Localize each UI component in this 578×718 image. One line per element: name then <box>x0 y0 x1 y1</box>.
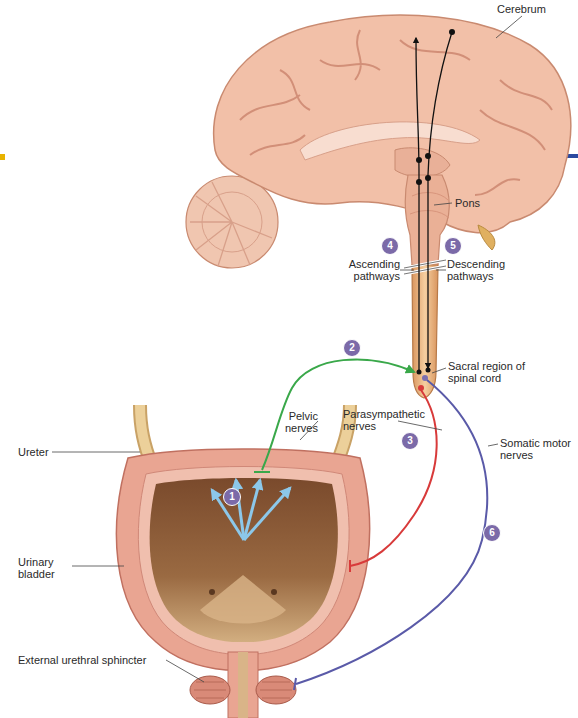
cerebellum <box>186 176 278 268</box>
leader-line <box>496 16 522 38</box>
urinary-bladder <box>116 449 369 670</box>
cerebrum <box>300 122 480 160</box>
leader-line <box>400 270 414 271</box>
part-label: Sacral region of spinal cord <box>448 360 530 384</box>
leader-line <box>166 660 204 682</box>
urinary-bladder <box>209 589 215 595</box>
spinal-cord <box>404 260 446 274</box>
neural-pathway <box>416 179 422 185</box>
neural-pathway <box>416 38 419 372</box>
urinary-bladder <box>271 589 277 595</box>
urethra <box>238 652 248 718</box>
somatic-motor-nerve <box>294 380 487 690</box>
stretch-arrow <box>236 480 244 540</box>
neural-pathway <box>425 175 431 181</box>
neural-pathway <box>425 153 431 159</box>
part-label: Descending pathways <box>447 258 519 282</box>
leader-line <box>434 203 452 205</box>
cerebellum <box>202 192 262 252</box>
neural-pathway <box>417 370 422 375</box>
external-urethral-sphincter <box>190 676 296 704</box>
part-label: Ascending pathways <box>340 258 400 282</box>
neural-pathway <box>426 368 431 373</box>
stretch-arrow <box>244 488 290 540</box>
cerebrum <box>395 148 450 177</box>
stretch-arrow <box>212 480 290 540</box>
cerebellum <box>186 176 278 268</box>
urinary-bladder <box>150 478 338 642</box>
pelvic-nerve <box>254 471 270 473</box>
callout-number: 3 <box>402 433 418 449</box>
leader-line <box>72 566 124 567</box>
leader-line <box>52 452 140 453</box>
spinal-cord <box>404 260 446 274</box>
callout-number: 5 <box>445 238 461 254</box>
urinary-bladder <box>200 575 286 624</box>
leader-line <box>432 368 446 373</box>
somatic-motor-nerve <box>294 678 296 690</box>
parasympathetic-nerve <box>349 560 351 572</box>
urethra <box>228 652 258 718</box>
somatic-motor-nerve <box>296 380 487 684</box>
leader-line <box>488 444 498 446</box>
brainstem <box>410 193 449 218</box>
callout-circle <box>484 525 501 542</box>
part-label: Cerebrum <box>497 3 559 15</box>
cerebrum <box>478 225 495 250</box>
part-label: Pelvic nerves <box>268 410 318 434</box>
neural-pathway <box>416 157 422 163</box>
brainstem <box>405 175 449 265</box>
cerebrum <box>214 15 571 250</box>
callout-number: 6 <box>484 525 500 541</box>
callout-circle <box>224 489 241 506</box>
neural-pathway <box>428 32 452 368</box>
cerebrum <box>214 15 571 233</box>
callout-circle <box>344 340 361 357</box>
callout-number: 4 <box>382 238 398 254</box>
brainstem <box>405 175 449 265</box>
external-urethral-sphincter <box>194 682 292 698</box>
urinary-bladder <box>138 467 349 655</box>
neural-pathway <box>416 29 455 391</box>
leader-line <box>52 16 522 682</box>
leader-line <box>436 270 446 271</box>
callout-number: 2 <box>344 340 360 356</box>
neural-pathway <box>449 29 455 35</box>
callout-circle <box>382 238 399 255</box>
part-label: External urethral sphincter <box>18 654 218 666</box>
spinal-cord <box>412 265 438 398</box>
spinal-cord <box>404 260 446 398</box>
callout-circle <box>224 238 501 542</box>
cerebrum <box>240 30 552 195</box>
callout-number: 1 <box>224 489 240 505</box>
part-label: Pons <box>455 197 495 209</box>
callout-circle <box>445 238 462 255</box>
part-label: Ureter <box>18 446 68 458</box>
part-label: Urinary bladder <box>18 556 74 580</box>
slide-decoration <box>0 154 5 160</box>
urinary-bladder <box>116 449 369 670</box>
part-label: Parasympathetic nerves <box>343 408 437 432</box>
leader-line <box>398 421 442 430</box>
cerebellum <box>190 182 272 266</box>
part-label: Somatic motor nerves <box>500 437 576 461</box>
urethra <box>228 652 258 718</box>
callout-circle <box>402 433 419 450</box>
